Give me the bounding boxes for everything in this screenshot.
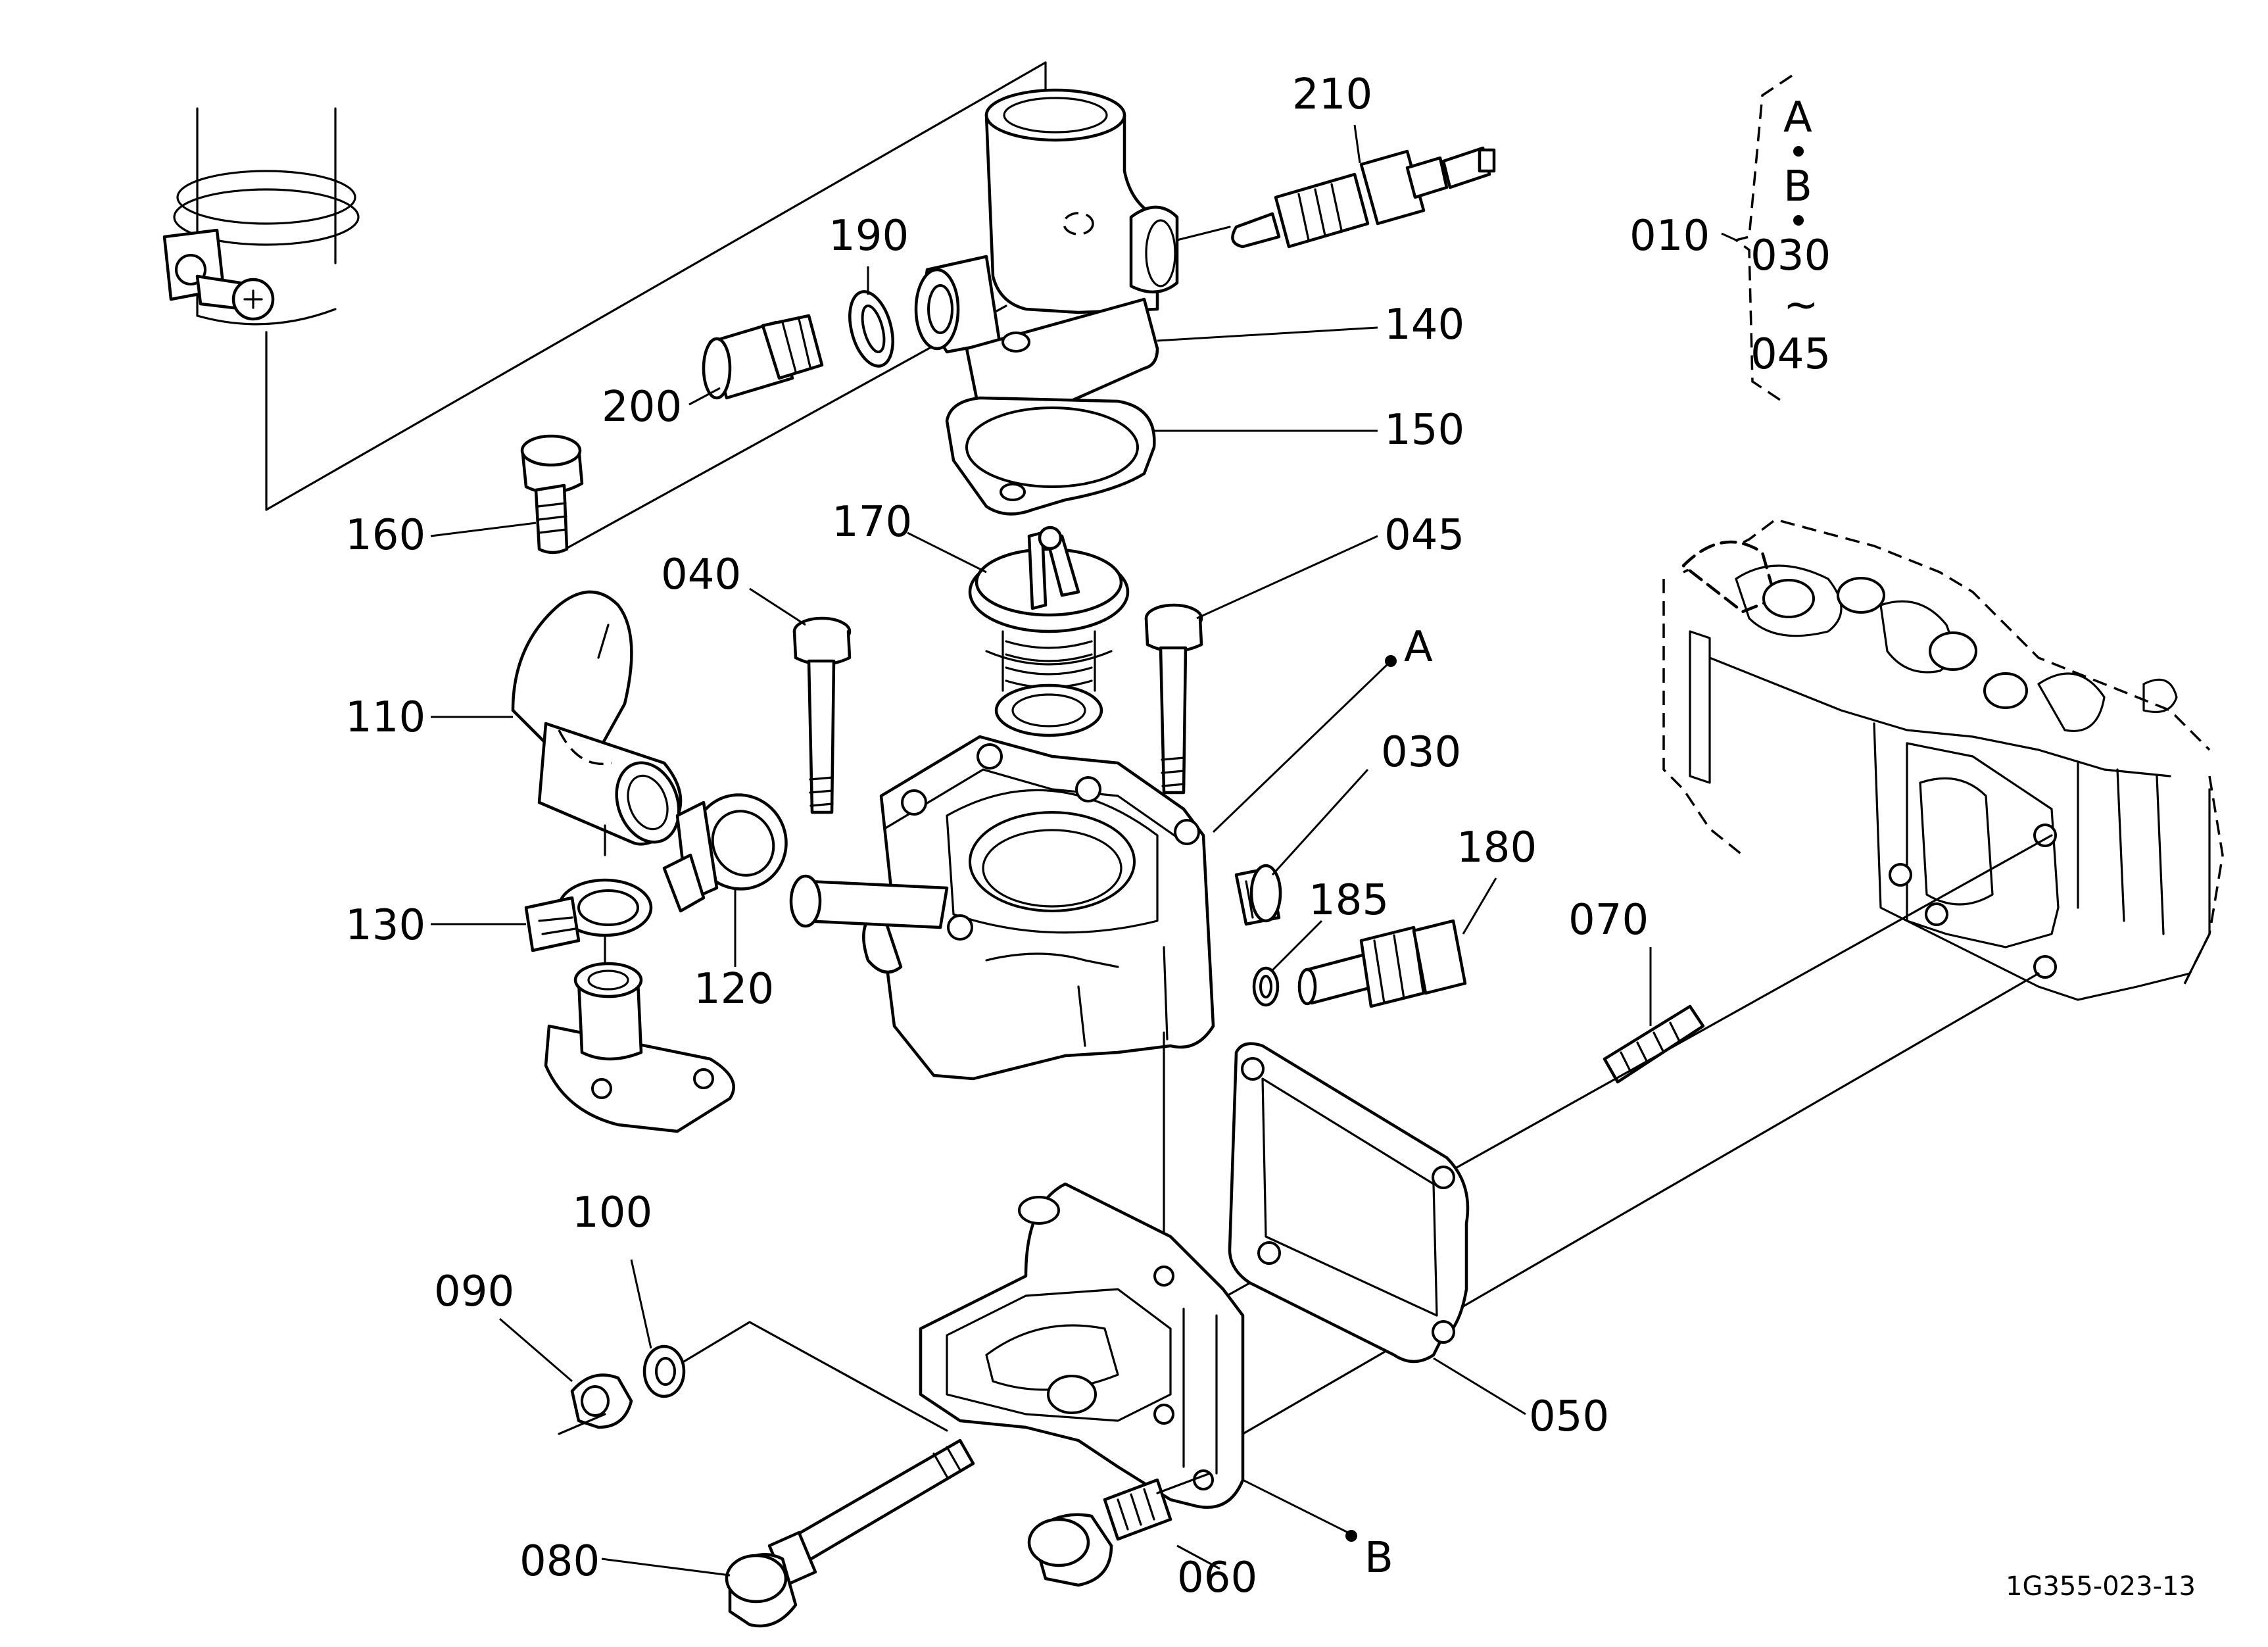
label-060: 060 bbox=[1177, 1554, 1257, 1602]
part-185-o-ring bbox=[1252, 920, 1323, 1007]
legend-010: 010 bbox=[1629, 212, 1710, 260]
label-180: 180 bbox=[1457, 823, 1537, 872]
part-110-hose bbox=[431, 590, 683, 856]
part-150-gasket bbox=[945, 396, 1378, 516]
part-water-flange-housing bbox=[919, 1182, 1357, 1542]
legend-bracket bbox=[1721, 74, 1804, 403]
drawing-reference-number: 1G355-023-13 bbox=[2006, 1571, 2196, 1602]
legend-030: 030 bbox=[1750, 232, 1831, 280]
label-b: B bbox=[1364, 1534, 1393, 1583]
label-070: 070 bbox=[1568, 896, 1649, 945]
part-100-washer bbox=[630, 1259, 948, 1432]
construction-line bbox=[265, 61, 1047, 511]
label-100: 100 bbox=[572, 1189, 652, 1237]
label-190: 190 bbox=[829, 212, 909, 260]
part-120-hose-clamp bbox=[662, 793, 788, 967]
engine-cylinder-head bbox=[1662, 518, 2224, 1001]
label-110: 110 bbox=[345, 693, 425, 742]
part-090-nut bbox=[499, 1317, 633, 1435]
part-190-washer bbox=[848, 266, 894, 368]
label-040: 040 bbox=[661, 551, 741, 599]
part-045-bolt bbox=[1144, 535, 1378, 795]
legend-b: B bbox=[1783, 162, 1812, 211]
part-200-plug bbox=[688, 314, 824, 406]
part-130-hose-clamp bbox=[431, 878, 653, 968]
label-050: 050 bbox=[1529, 1392, 1609, 1441]
part-040-bolt bbox=[749, 587, 852, 814]
part-030-plug bbox=[1234, 768, 1369, 926]
housing-outlet-pipe bbox=[789, 874, 949, 929]
label-130: 130 bbox=[345, 901, 425, 950]
part-210-temperature-switch bbox=[1176, 124, 1496, 249]
part-050-gasket bbox=[1228, 1042, 1526, 1415]
label-090: 090 bbox=[434, 1267, 514, 1316]
upper-hose-with-clamp bbox=[162, 107, 360, 511]
part-140-thermostat-cover bbox=[914, 88, 1378, 428]
part-080-bolt bbox=[601, 1438, 975, 1628]
label-150: 150 bbox=[1384, 406, 1464, 455]
part-170-thermostat bbox=[907, 526, 1130, 737]
label-a: A bbox=[1404, 623, 1433, 672]
label-185: 185 bbox=[1309, 876, 1389, 925]
label-045: 045 bbox=[1384, 511, 1464, 560]
part-060-bolt bbox=[1027, 1472, 1220, 1587]
label-200: 200 bbox=[602, 383, 682, 431]
reference-a-leader bbox=[1212, 655, 1397, 833]
label-080: 080 bbox=[519, 1537, 600, 1586]
legend-a: A bbox=[1783, 93, 1812, 142]
construction-line bbox=[1242, 972, 2040, 1435]
part-160-bolt bbox=[430, 434, 584, 554]
legend-tilde: ~ bbox=[1783, 281, 1819, 330]
part-thermostat-housing bbox=[862, 735, 1215, 1081]
label-120: 120 bbox=[694, 965, 774, 1014]
label-030: 030 bbox=[1381, 728, 1461, 777]
legend-045: 045 bbox=[1750, 330, 1831, 379]
label-170: 170 bbox=[832, 498, 912, 547]
part-180-temperature-sensor bbox=[1297, 877, 1497, 1008]
water-inlet-flange bbox=[544, 962, 735, 1133]
part-070-stud bbox=[1603, 947, 1705, 1084]
label-160: 160 bbox=[345, 511, 425, 560]
label-210: 210 bbox=[1292, 70, 1372, 119]
label-140: 140 bbox=[1384, 301, 1464, 349]
